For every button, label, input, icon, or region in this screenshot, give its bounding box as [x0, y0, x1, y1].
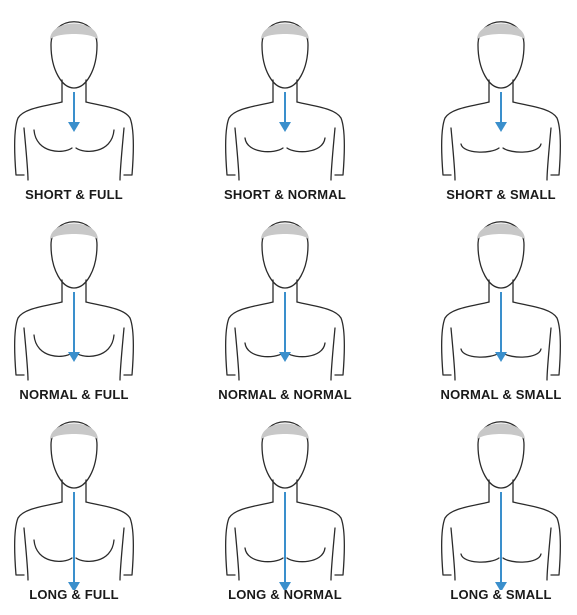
torso-figure	[205, 210, 365, 390]
torso-length-arrow	[68, 92, 80, 132]
torso-figure	[205, 10, 365, 190]
figure-cell: LONG & FULL	[0, 410, 154, 615]
bust-line	[245, 138, 325, 152]
bust-line	[461, 144, 541, 152]
torso-length-arrow	[279, 292, 291, 362]
figure-cell: LONG & SMALL	[421, 410, 577, 615]
hair-shape	[50, 24, 98, 41]
torso-figure	[0, 410, 154, 590]
torso-figure	[0, 10, 154, 190]
hair-shape	[50, 424, 98, 441]
figure-label: NORMAL & FULL	[0, 387, 154, 402]
hair-shape	[477, 424, 525, 441]
torso-length-arrow	[279, 92, 291, 132]
figure-cell: SHORT & SMALL	[421, 10, 577, 215]
torso-length-arrow	[495, 292, 507, 362]
hair-shape	[50, 224, 98, 241]
torso-figure	[421, 410, 577, 590]
figure-cell: SHORT & FULL	[0, 10, 154, 215]
hair-shape	[477, 224, 525, 241]
figure-label: LONG & FULL	[0, 587, 154, 602]
figure-label: NORMAL & SMALL	[421, 387, 577, 402]
figure-cell: NORMAL & SMALL	[421, 210, 577, 415]
figure-label: SHORT & FULL	[0, 187, 154, 202]
figure-label: LONG & NORMAL	[205, 587, 365, 602]
hair-shape	[261, 424, 309, 441]
hair-shape	[261, 224, 309, 241]
figure-label: NORMAL & NORMAL	[205, 387, 365, 402]
hair-shape	[477, 24, 525, 41]
torso-length-arrow	[495, 492, 507, 590]
figure-cell: NORMAL & NORMAL	[205, 210, 365, 415]
figure-cell: NORMAL & FULL	[0, 210, 154, 415]
torso-figure	[421, 10, 577, 190]
torso-figure	[0, 210, 154, 390]
hair-shape	[261, 24, 309, 41]
figure-label: SHORT & SMALL	[421, 187, 577, 202]
torso-length-arrow	[68, 292, 80, 362]
torso-length-arrow	[68, 492, 80, 590]
figure-cell: LONG & NORMAL	[205, 410, 365, 615]
figure-label: LONG & SMALL	[421, 587, 577, 602]
figure-cell: SHORT & NORMAL	[205, 10, 365, 215]
bust-line	[34, 130, 114, 151]
torso-figure	[205, 410, 365, 590]
torso-length-arrow	[279, 492, 291, 590]
torso-length-arrow	[495, 92, 507, 132]
torso-figure	[421, 210, 577, 390]
figure-label: SHORT & NORMAL	[205, 187, 365, 202]
